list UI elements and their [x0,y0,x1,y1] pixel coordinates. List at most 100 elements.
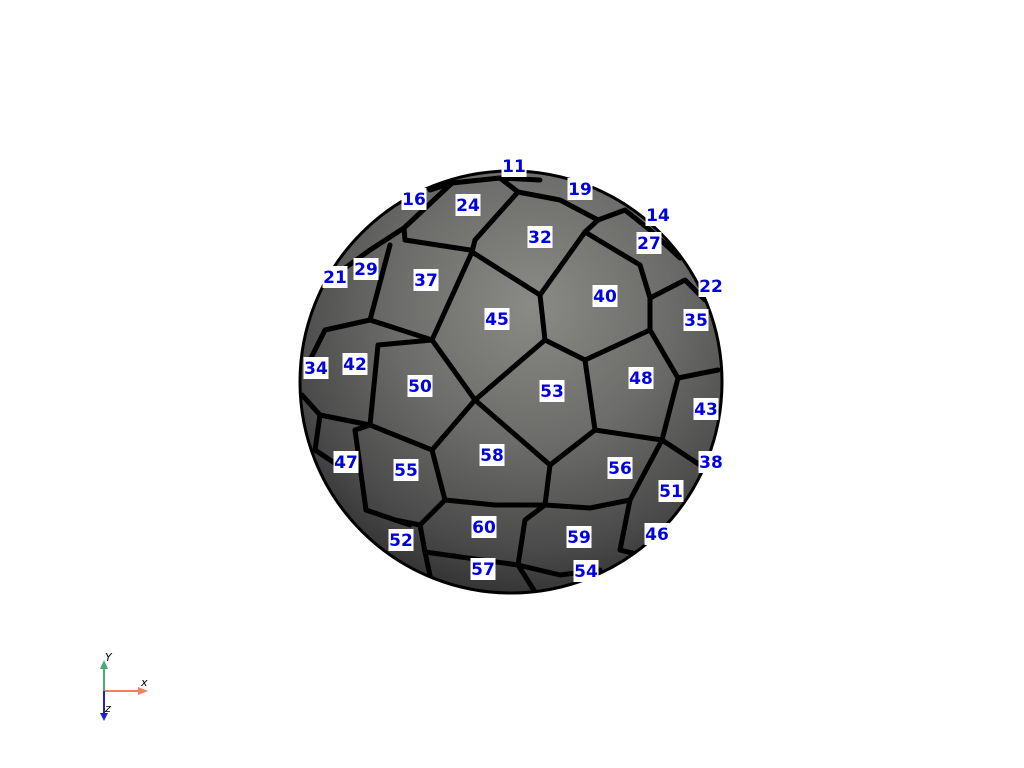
cell-label-text: 45 [485,310,509,330]
cell-label-background [607,457,633,479]
cell-label: 52 [388,529,414,551]
cell-label-background [407,375,433,397]
cell-label-background [698,275,724,297]
cell-label-text: 32 [528,228,552,248]
cell-label-text: 22 [699,277,723,297]
cell-label-text: 47 [334,453,358,473]
cell-label-background [566,526,592,548]
cell-label: 50 [407,375,433,397]
cell-label-text: 50 [408,377,432,397]
cell-label-background [333,451,359,473]
cell-label-text: 29 [354,260,378,280]
cell-label: 47 [333,451,359,473]
cell-label: 38 [698,451,724,473]
cell-label-background [413,269,439,291]
cell-label-text: 60 [472,518,496,538]
cell-label: 46 [644,523,670,545]
x-axis-arrow [138,687,148,695]
cell-label-background [479,444,505,466]
cell-label: 57 [470,558,496,580]
cell-label: 60 [471,516,497,538]
cell-label-text: 53 [540,382,564,402]
cell-label-background [501,155,527,177]
cell-label-background [303,357,329,379]
cell-label-background [527,226,553,248]
cell-label-text: 59 [567,528,591,548]
cell-label: 24 [455,194,481,216]
cell-label: 11 [501,155,527,177]
cell-label: 53 [539,380,565,402]
cell-label-text: 55 [394,461,418,481]
cell-label-background [322,266,348,288]
cell-label-text: 14 [646,206,670,226]
cell-label-text: 57 [471,560,495,580]
cell-label-layer: 11 19 14 16 24 32 27 22 21 29 37 45 40 35 34 42 50 53 48 43… [303,155,724,582]
cell-label-background [698,451,724,473]
cell-label-text: 51 [659,482,683,502]
cell-label: 22 [698,275,724,297]
cell-label: 19 [567,178,593,200]
cell-label-text: 19 [568,180,592,200]
cell-label: 55 [393,459,419,481]
cell-label-background [636,232,662,254]
cell-label-text: 48 [629,369,653,389]
cell-label-background [644,523,670,545]
cell-label: 32 [527,226,553,248]
cell-label-text: 46 [645,525,669,545]
cell-label: 56 [607,457,633,479]
cell-label-text: 38 [699,453,723,473]
cell-label-background [658,480,684,502]
cell-label: 48 [628,367,654,389]
cell-label-background [592,285,618,307]
cell-label-text: 42 [343,355,367,375]
cell-label: 51 [658,480,684,502]
cell-label-background [388,529,414,551]
cell-label-background [645,204,671,226]
cell-label-background [471,516,497,538]
cell-label: 35 [683,309,709,331]
cell-label: 27 [636,232,662,254]
cell-label-background [401,188,427,210]
cell-label: 58 [479,444,505,466]
cell-label: 43 [693,398,719,420]
cell-label-text: 35 [684,311,708,331]
cell-label: 34 [303,357,329,379]
cell-label-text: 54 [574,562,598,582]
cell-label-text: 58 [480,446,504,466]
cell-label-text: 34 [304,359,328,379]
cell-label: 54 [573,560,599,582]
cell-label-background [470,558,496,580]
cell-label-background [353,258,379,280]
x-axis-label: x [140,676,148,689]
cell-label-text: 43 [694,400,718,420]
cell-label: 21 [322,266,348,288]
orientation-axes: x Y z [100,651,148,721]
cell-label: 40 [592,285,618,307]
cell-label-background [693,398,719,420]
cell-label-background [573,560,599,582]
cell-label-background [484,308,510,330]
cell-label-text: 27 [637,234,661,254]
cell-label-text: 11 [502,157,526,177]
cell-label-text: 56 [608,459,632,479]
cell-label-background [393,459,419,481]
cell-label-text: 21 [323,268,347,288]
cell-label-text: 52 [389,531,413,551]
cell-label-text: 24 [456,196,480,216]
z-axis-arrow [100,713,108,721]
cell-label-background [628,367,654,389]
sphere-surface [299,170,723,594]
cell-label: 42 [342,353,368,375]
voronoi-sphere [298,169,724,595]
cell-label: 59 [566,526,592,548]
y-axis-arrow [100,660,108,669]
cell-label: 29 [353,258,379,280]
cell-label: 14 [645,204,671,226]
cell-label-background [342,353,368,375]
cell-label: 16 [401,188,427,210]
cell-label-text: 37 [414,271,438,291]
cell-label: 45 [484,308,510,330]
cell-label: 37 [413,269,439,291]
y-axis-label: Y [105,651,113,664]
